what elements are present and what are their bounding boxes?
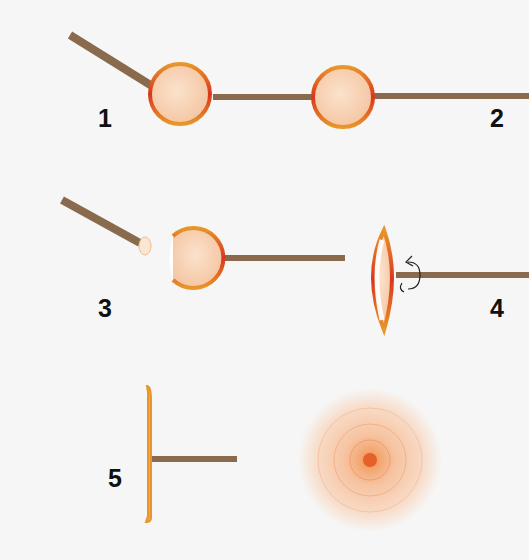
pontil-rod: [213, 94, 318, 100]
pontil-rod: [225, 255, 345, 261]
pontil-rod: [396, 272, 529, 278]
severed-neck: [139, 237, 151, 255]
glass-gob: [150, 64, 210, 124]
blowpipe: [70, 35, 152, 86]
step-number: 3: [98, 296, 112, 321]
step-number: 5: [108, 466, 122, 491]
rotation-arrow: [408, 262, 420, 289]
step-number: 4: [490, 296, 504, 321]
flat-disc-face: [298, 388, 442, 532]
pontil-rod: [150, 456, 237, 462]
step-number: 1: [98, 106, 112, 131]
flat-disc-side: [146, 386, 151, 522]
step-number: 2: [490, 106, 504, 131]
flaring-disc: [373, 230, 392, 330]
glass-gob: [313, 67, 373, 127]
blowpipe: [62, 200, 140, 243]
pontil-rod: [372, 93, 529, 99]
opened-gob: [173, 228, 223, 288]
